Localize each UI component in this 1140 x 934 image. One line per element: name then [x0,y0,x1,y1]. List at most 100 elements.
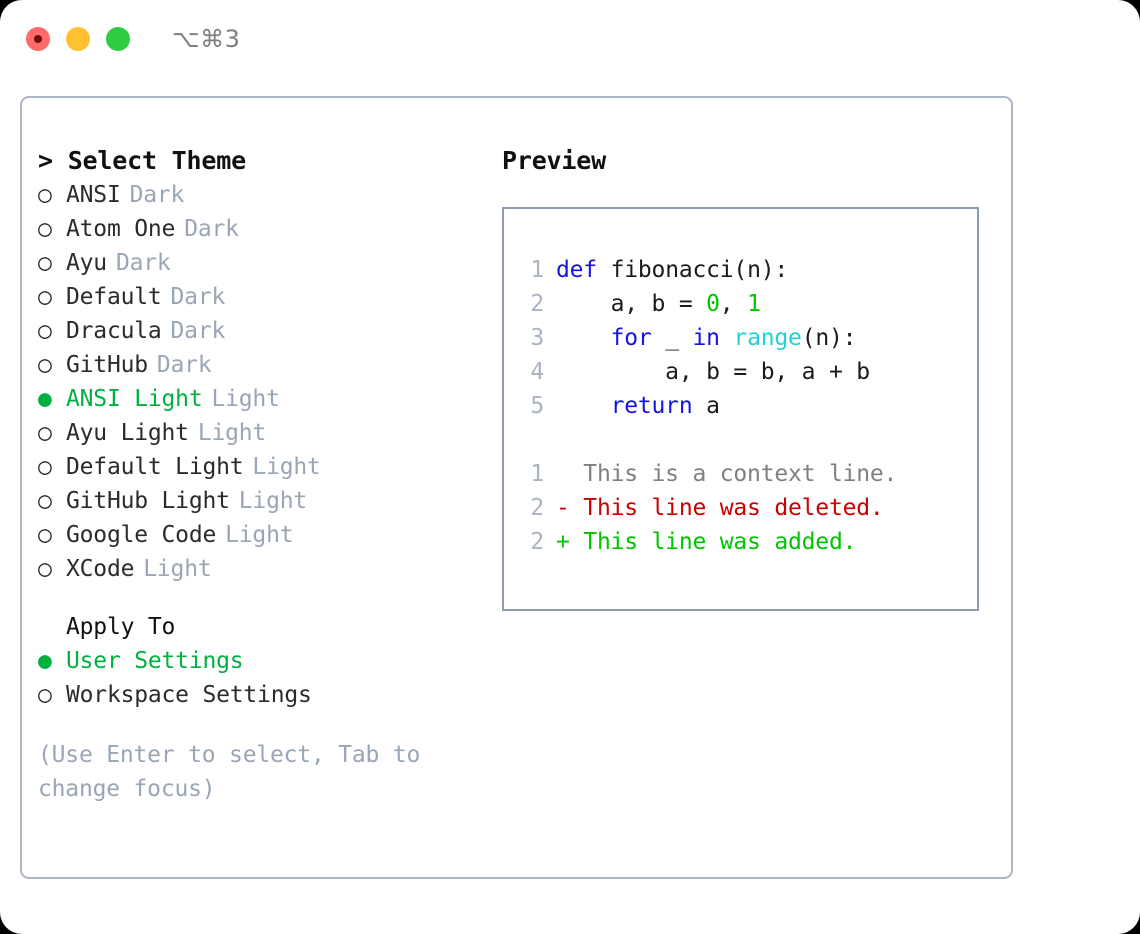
diff-line-number: 2 [530,495,544,521]
radio-unselected-icon[interactable]: ○ [38,284,52,310]
code-token: return [610,393,693,419]
radio-unselected-icon[interactable]: ○ [38,318,52,344]
code-token [720,325,734,351]
theme-option-ansi[interactable]: ○ ANSI Dark [38,178,482,212]
radio-unselected-icon[interactable]: ○ [38,556,52,582]
code-sample: 1 def fibonacci(n): 2 a, b = 0, 1 3 for _ i… [522,253,977,423]
theme-option-label: Default [66,284,162,310]
radio-unselected-icon[interactable]: ○ [38,420,52,446]
diff-line-ctx: 1 This is a context line. [522,457,977,491]
theme-option-variant: Light [143,556,212,582]
theme-option-variant: Dark [156,352,212,378]
spacer [38,586,482,610]
minimize-window-icon[interactable] [66,27,90,51]
diff-line-number: 1 [530,461,544,487]
code-line-number: 4 [530,359,544,385]
close-window-icon[interactable] [26,27,50,51]
code-token: for [610,325,652,351]
diff-sample: 1 This is a context line. 2 - This line wa… [522,457,977,559]
theme-option-label: Atom One [66,216,176,242]
code-line: 5 return a [522,389,977,423]
code-line-number: 1 [530,257,544,283]
radio-unselected-icon[interactable]: ○ [38,454,52,480]
diff-line-add: 2+ This line was added. [522,525,977,559]
apply-to-option-user-settings[interactable]: ● User Settings [38,644,482,678]
diff-line-text: - This line was deleted. [556,495,884,521]
window-controls [26,27,130,51]
preview-box: 1 def fibonacci(n): 2 a, b = 0, 1 3 for _ i… [502,207,979,611]
theme-option-variant: Dark [129,182,185,208]
diff-line-del: 2 - This line was deleted. [522,491,977,525]
radio-unselected-icon[interactable]: ○ [38,488,52,514]
select-theme-prompt: > Select Theme [38,146,246,175]
code-token [556,325,611,351]
theme-option-label: Ayu [66,250,107,276]
theme-option-variant: Dark [184,216,239,242]
theme-option-label: ANSI [66,182,121,208]
theme-option-github[interactable]: ○ GitHub Dark [38,348,482,382]
radio-unselected-icon[interactable]: ○ [38,522,52,548]
spacer [522,423,977,457]
apply-to-heading: Apply To [66,614,176,640]
theme-option-variant: Dark [170,318,226,344]
keyboard-shortcut-label: ⌥⌘3 [172,25,241,53]
radio-selected-icon[interactable]: ● [38,386,52,412]
theme-option-variant: Dark [170,284,226,310]
code-line-number: 3 [530,325,544,351]
code-line: 3 for _ in range(n): [522,321,977,355]
code-token: in [692,325,720,351]
radio-unselected-icon[interactable]: ○ [38,352,52,378]
theme-option-ayu[interactable]: ○ Ayu Dark [38,246,482,280]
code-token: 0 [706,291,720,317]
theme-option-label: Dracula [66,318,162,344]
diff-line-text: This is a context line. [556,461,898,487]
code-token [556,393,611,419]
radio-unselected-icon[interactable]: ○ [38,682,52,708]
code-token: fibonacci(n): [596,257,789,283]
code-token: a, b = [556,291,707,317]
maximize-window-icon[interactable] [106,27,130,51]
code-token: 1 [747,291,761,317]
theme-option-variant: Dark [115,250,171,276]
code-token: def [556,257,597,283]
code-token: _ [651,325,693,351]
apply-to-option-label: User Settings [66,648,244,674]
theme-option-label: GitHub [66,352,148,378]
title-bar: ⌥⌘3 [0,0,1140,78]
apply-to-list[interactable]: ● User Settings ○ Workspace Settings [38,644,482,712]
apply-to-option-workspace-settings[interactable]: ○ Workspace Settings [38,678,482,712]
radio-unselected-icon[interactable]: ○ [38,216,52,242]
theme-option-default[interactable]: ○ Default Dark [38,280,482,314]
code-token: a, b = b, a + b [556,359,870,385]
theme-option-variant: Light [225,522,294,548]
radio-selected-icon[interactable]: ● [38,648,52,674]
preview-column: Preview 1 def fibonacci(n): 2 a, b = 0, 1 3… [482,98,1011,877]
code-token: a [692,393,720,419]
code-token: range [733,325,802,351]
code-line: 4 a, b = b, a + b [522,355,977,389]
theme-option-variant: Light [197,420,267,446]
code-token: , [719,291,748,317]
theme-option-atom-one[interactable]: ○ Atom One Dark [38,212,482,246]
radio-unselected-icon[interactable]: ○ [38,250,52,276]
theme-option-variant: Light [211,386,280,412]
code-line-number: 2 [530,291,544,317]
diff-line-text: + This line was added. [556,529,857,555]
apply-to-option-label: Workspace Settings [66,682,312,708]
preview-title: Preview [502,146,606,175]
code-line: 1 def fibonacci(n): [522,253,977,287]
keyboard-hint-text: (Use Enter to select, Tab to change focu… [38,742,421,802]
theme-option-variant: Light [238,488,308,514]
code-token: (n): [801,325,857,351]
radio-unselected-icon[interactable]: ○ [38,182,52,208]
theme-option-dracula[interactable]: ○ Dracula Dark [38,314,482,348]
